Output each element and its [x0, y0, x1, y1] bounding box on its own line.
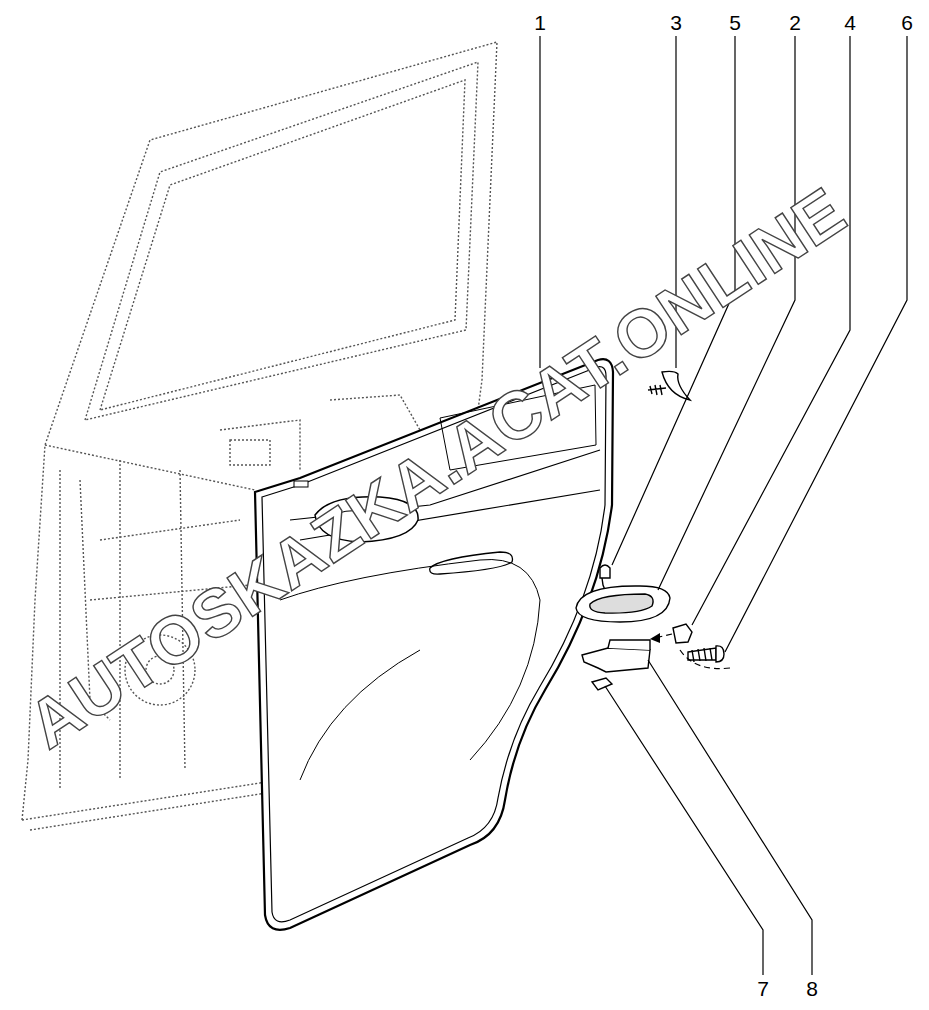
callout-number: 7 [757, 978, 769, 999]
callout-number: 5 [729, 12, 741, 33]
callout-number: 6 [901, 12, 913, 33]
screw-5 [600, 565, 610, 578]
callout-number: 8 [806, 978, 818, 999]
parts [576, 371, 724, 690]
callout-number: 2 [789, 12, 801, 33]
callout-number: 3 [670, 12, 682, 33]
bracket-8 [582, 648, 650, 672]
clip-7 [592, 678, 612, 690]
callout-number: 1 [534, 12, 546, 33]
leader-lines [540, 36, 907, 975]
handle-cup-2 [576, 586, 670, 622]
nut-4 [673, 624, 692, 643]
callout-number: 4 [844, 12, 856, 33]
clip-3 [662, 371, 690, 400]
